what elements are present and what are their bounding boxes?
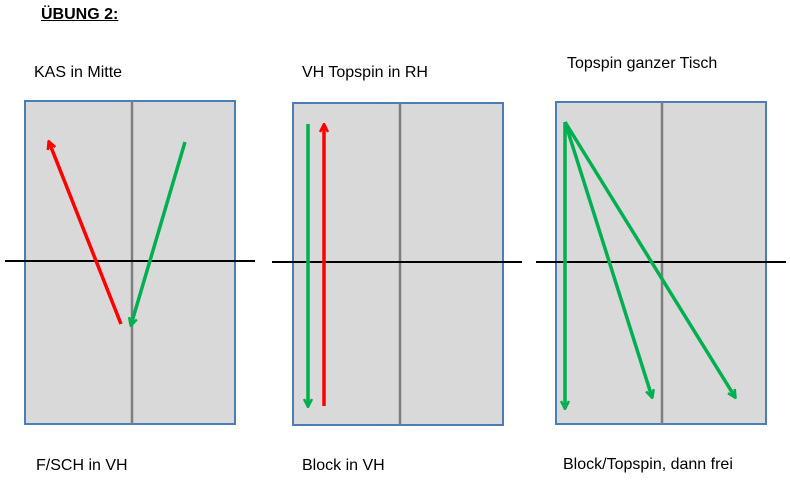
exercise-title: ÜBUNG 2: (41, 6, 119, 23)
drill-1-bottom-label: F/SCH in VH (36, 457, 128, 474)
table-2 (272, 102, 522, 426)
table-1 (5, 100, 255, 425)
drill-2-top-label: VH Topspin in RH (302, 64, 428, 81)
drill-2-bottom-label: Block in VH (302, 457, 385, 474)
drill-1-top-label: KAS in Mitte (34, 64, 123, 81)
table-3-green-arrow-diagonal (563, 121, 735, 397)
table-3 (536, 101, 786, 425)
table-1-green-arrow (131, 141, 187, 325)
table-3-green-arrow-middle (563, 121, 652, 397)
drill-3-bottom-label: Block/Topspin, dann frei (563, 456, 733, 473)
table-2-surface (292, 102, 504, 426)
drill-3-top-label: Topspin ganzer Tisch (567, 55, 718, 72)
table-1-red-arrow (49, 142, 123, 325)
table-1-surface (24, 100, 236, 425)
